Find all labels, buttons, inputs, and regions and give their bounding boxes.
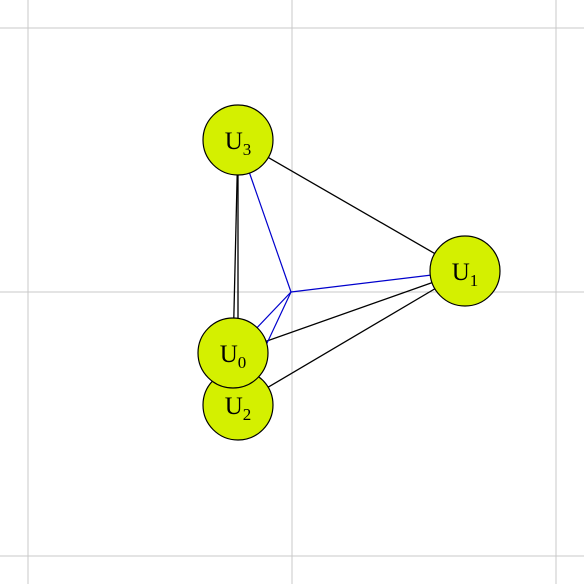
node-label-sub: 3 <box>243 140 252 159</box>
node-u3: U3 <box>202 104 274 176</box>
node-label-base: U <box>225 128 243 155</box>
node-label-sub: 1 <box>470 271 479 290</box>
node-label-sub: 0 <box>238 353 247 372</box>
node-label-u1: U1 <box>452 259 479 290</box>
node-u1: U1 <box>429 235 501 307</box>
node-circle-u0 <box>197 317 269 389</box>
edge-u1-u2 <box>237 270 466 406</box>
edge-u1-u0 <box>232 270 466 354</box>
node-label-base: U <box>225 393 243 420</box>
node-label-sub: 2 <box>243 405 252 424</box>
node-label-base: U <box>452 259 470 286</box>
node-label-u2: U2 <box>225 393 252 424</box>
edge-u3-u1 <box>237 139 466 272</box>
node-circle-u3 <box>202 104 274 176</box>
node-label-u3: U3 <box>225 128 252 159</box>
node-label-base: U <box>220 341 238 368</box>
node-label-u0: U0 <box>220 341 247 372</box>
node-u0: U0 <box>197 317 269 389</box>
node-circle-u1 <box>429 235 501 307</box>
